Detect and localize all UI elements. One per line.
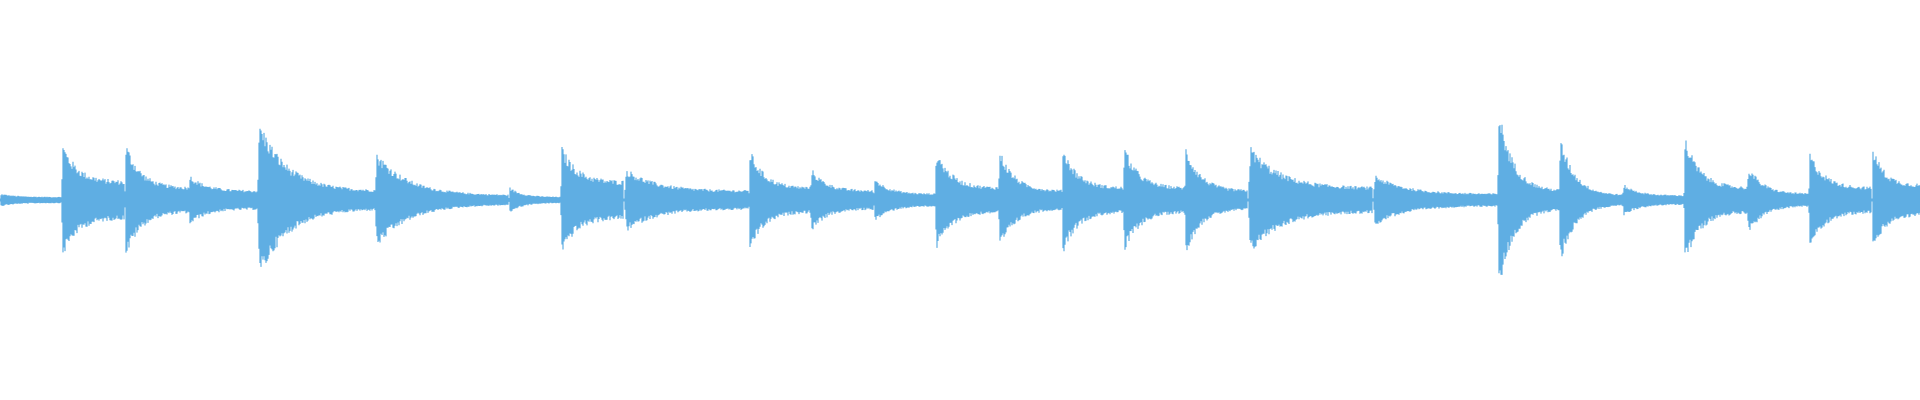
waveform-path (0, 124, 1920, 275)
waveform-samples (0, 124, 1920, 275)
